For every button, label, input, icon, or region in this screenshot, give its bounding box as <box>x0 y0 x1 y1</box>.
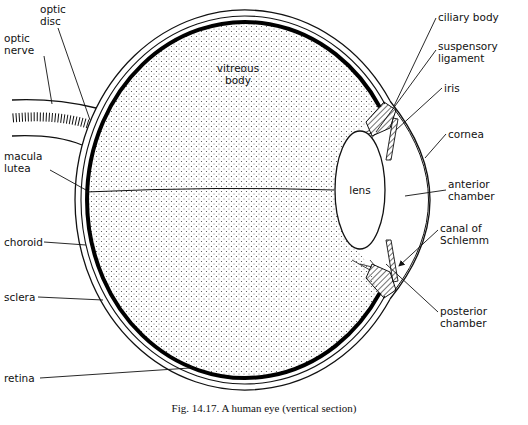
part-label: ciliary body <box>438 11 523 23</box>
part-name: lens <box>349 184 371 196</box>
choroid-outline <box>81 16 385 384</box>
part-label: iris <box>444 82 484 94</box>
lens-shape <box>335 131 385 249</box>
optic-nerve-core <box>12 117 88 124</box>
part-label: sclera <box>4 291 64 303</box>
sclera-outline <box>75 10 390 390</box>
figure-caption: Fig. 14.17. A human eye (vertical sectio… <box>0 402 528 414</box>
iris <box>386 240 398 282</box>
leader-lines <box>38 18 446 378</box>
part-label: suspensory ligament <box>438 40 510 64</box>
part-label: optic disc <box>40 3 76 27</box>
part-label: posterior chamber <box>440 305 502 329</box>
part-label: optic nerve <box>4 32 44 56</box>
part-label: retina <box>4 372 64 384</box>
part-label: vitreous body <box>208 62 268 86</box>
iris <box>386 118 398 160</box>
node-text-box: lens <box>334 130 386 250</box>
optic-nerve <box>12 136 82 145</box>
part-label: choroid <box>4 236 64 248</box>
hyaloid-line <box>86 188 334 192</box>
part-label: macula lutea <box>4 150 52 174</box>
cornea-outline <box>395 110 429 290</box>
part-label: canal of Schlemm <box>440 222 502 246</box>
part-label: anterior chamber <box>448 178 510 202</box>
part-label: cornea <box>448 128 508 140</box>
lens-node: lens <box>334 130 386 250</box>
